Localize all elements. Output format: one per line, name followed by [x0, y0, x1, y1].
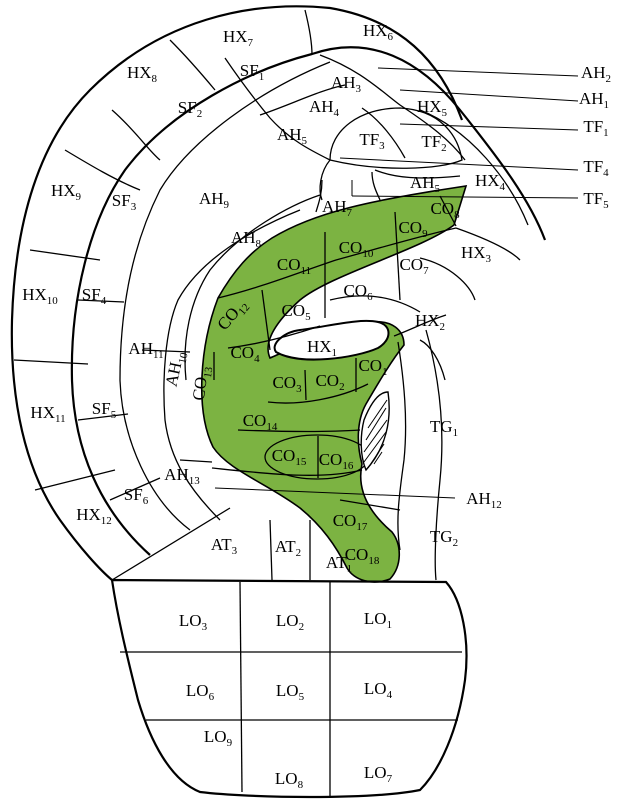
helix-divider-5 — [170, 40, 215, 90]
label-co6: CO6 — [343, 281, 373, 303]
label-sf5: SF5 — [92, 399, 117, 421]
helix-divider-2 — [14, 360, 88, 364]
label-ah12: AH12 — [466, 489, 502, 511]
lobe-vline-1 — [240, 582, 242, 792]
label-lo2: LO2 — [276, 611, 304, 633]
label-sf2: SF2 — [178, 98, 202, 120]
label-ah7: AH7 — [322, 197, 353, 219]
label-lo9: LO9 — [204, 727, 233, 749]
label-ah1: AH1 — [579, 89, 609, 111]
label-tf2: TF2 — [421, 132, 446, 154]
label-hx4: HX4 — [475, 171, 506, 193]
label-sf1: SF1 — [240, 61, 264, 83]
label-at2: AT2 — [275, 537, 301, 559]
label-at3: AT3 — [211, 535, 238, 557]
label-tf1: TF1 — [583, 117, 608, 139]
label-ah8: AH8 — [231, 228, 262, 250]
label-tg2: TG2 — [430, 527, 458, 549]
label-ah5a: AH5 — [277, 125, 308, 147]
label-hx9: HX9 — [51, 181, 82, 203]
helix-divider-6 — [305, 10, 312, 55]
label-lo7: LO7 — [364, 763, 393, 785]
label-lo5: LO5 — [276, 681, 305, 703]
label-ah9: AH9 — [199, 189, 230, 211]
label-lo4: LO4 — [364, 679, 393, 701]
label-ah3: AH3 — [331, 73, 362, 95]
label-hx7: HX7 — [223, 27, 254, 49]
helix-divider-3 — [35, 470, 115, 490]
label-lo8: LO8 — [275, 769, 304, 791]
label-hx11: HX11 — [30, 403, 65, 425]
label-tf3: TF3 — [359, 130, 385, 152]
label-ah5b: AH5 — [410, 173, 441, 195]
antitragus-line-2 — [270, 520, 272, 580]
label-hx12: HX12 — [76, 505, 112, 527]
label-tf4: TF4 — [583, 157, 609, 179]
label-tf5: TF5 — [583, 189, 609, 211]
label-ah11: AH11 — [128, 339, 163, 361]
label-co5: CO5 — [281, 301, 311, 323]
label-sf4: SF4 — [82, 285, 107, 307]
helix-divider-7 — [112, 110, 160, 160]
helix-divider-4 — [65, 150, 140, 190]
label-ah4: AH4 — [309, 97, 340, 119]
label-hx3: HX3 — [461, 243, 492, 265]
helix-divider-1 — [30, 250, 100, 260]
label-co7: CO7 — [399, 255, 429, 277]
label-hx10: HX10 — [22, 285, 58, 307]
label-ah13: AH13 — [164, 465, 200, 487]
label-hx2: HX2 — [415, 311, 445, 333]
label-hx8: HX8 — [127, 63, 158, 85]
label-hx5: HX5 — [417, 97, 448, 119]
antihelix-divider-2 — [180, 460, 212, 462]
label-ah2: AH2 — [581, 63, 611, 85]
label-lo3: LO3 — [179, 611, 208, 633]
label-tg1: TG1 — [430, 417, 458, 439]
label-sf3: SF3 — [112, 191, 137, 213]
tragus-outer-line — [398, 342, 406, 550]
label-lo1: LO1 — [364, 609, 392, 631]
label-lo6: LO6 — [186, 681, 215, 703]
label-hx6: HX6 — [363, 21, 394, 43]
label-sf6: SF6 — [124, 485, 149, 507]
tragus-curve — [420, 340, 445, 380]
